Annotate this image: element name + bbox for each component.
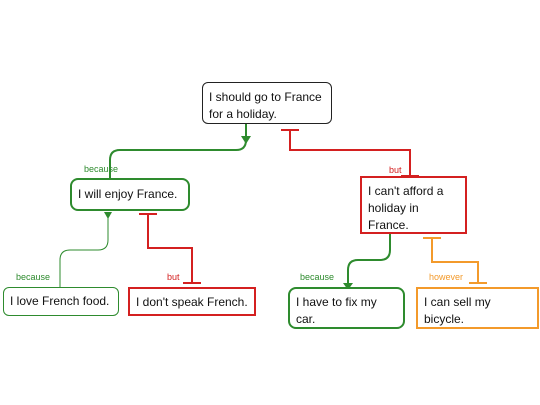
node-afford-text: I can't afford a holiday in France. [368,184,444,232]
node-fix-car[interactable]: I have to fix my car. [288,287,405,329]
node-sell-bicycle[interactable]: I can sell my bicycle. [416,287,539,329]
node-food-text: I love French food. [10,294,110,308]
connector-speak-enjoy [147,214,193,283]
node-cant-afford[interactable]: I can't afford a holiday in France. [360,176,467,234]
node-enjoy-text: I will enjoy France. [78,187,178,201]
node-love-food[interactable]: I love French food. [3,287,119,316]
link-label-afford-root: but [389,165,402,175]
link-label-car-afford: because [300,272,335,282]
node-car-text: I have to fix my car. [296,295,377,326]
connector-enjoy-root [109,124,247,180]
link-label-enjoy-root: because [84,164,119,174]
node-root-claim[interactable]: I should go to France for a holiday. [202,82,332,124]
support-arrowhead-root [241,136,251,144]
link-label-speak-enjoy: but [167,272,180,282]
node-enjoy-france[interactable]: I will enjoy France. [70,178,190,211]
connector-car-afford [347,232,391,287]
connector-food-enjoy [59,212,109,288]
node-root-text: I should go to France for a holiday. [209,90,322,121]
node-dont-speak[interactable]: I don't speak French. [128,287,256,316]
node-speak-text: I don't speak French. [136,295,248,309]
link-label-bicycle-car: however [429,272,464,282]
support-arrowhead-enjoy [104,212,112,219]
support-arrowhead-car [343,283,353,290]
connector-afford-root [289,130,411,176]
link-label-food-enjoy: because [16,272,51,282]
node-bicycle-text: I can sell my bicycle. [424,295,491,326]
connector-bicycle-afford [431,238,479,283]
